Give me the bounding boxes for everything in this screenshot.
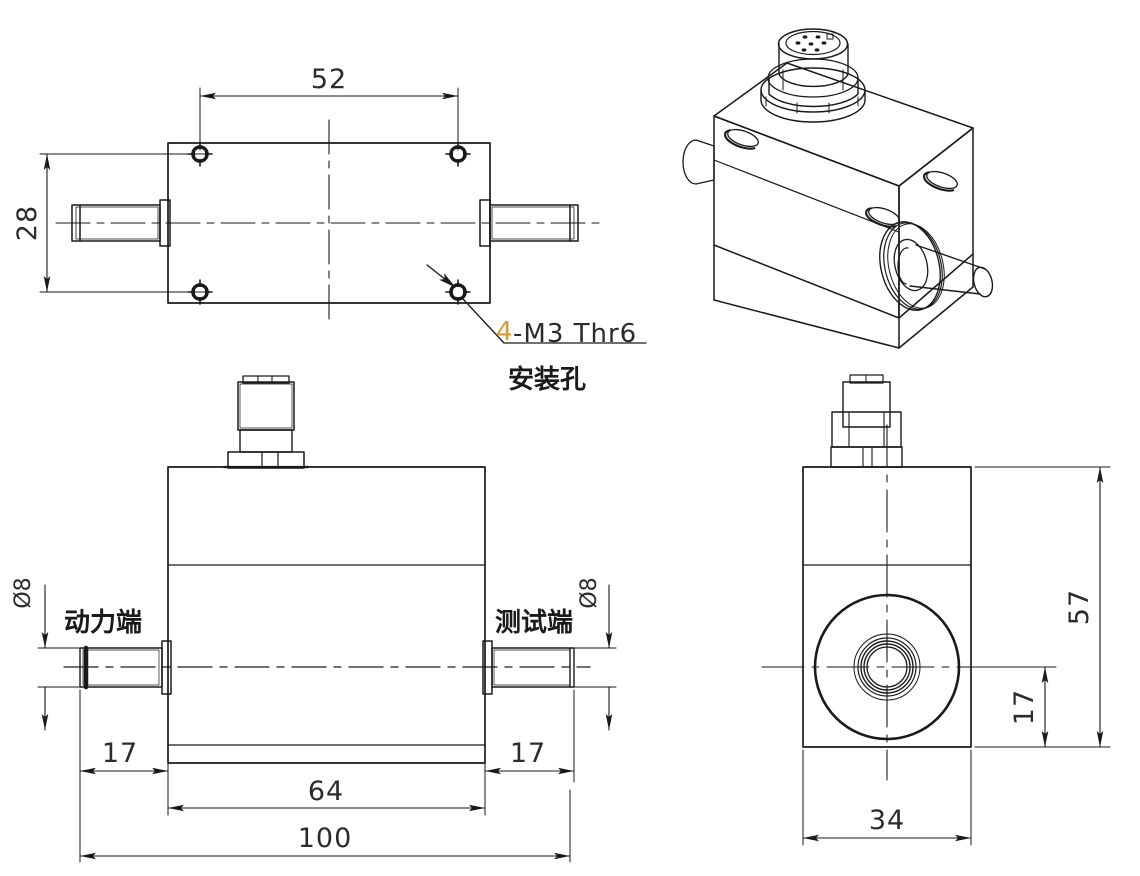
dimension-dia8-left-label: Ø8 xyxy=(11,577,36,608)
iso-connector xyxy=(760,28,866,123)
front-view-test-end-label: 测试端 xyxy=(495,608,573,638)
dimension-34-label: 34 xyxy=(869,805,905,836)
dimension-64 xyxy=(167,762,486,816)
dimension-28 xyxy=(39,153,206,293)
front-view-drive-end-label: 动力端 xyxy=(64,608,142,638)
isometric-view xyxy=(682,28,994,349)
dimension-52 xyxy=(199,87,459,151)
side-view xyxy=(761,374,1111,846)
iso-connector-pins xyxy=(795,35,827,52)
top-view xyxy=(39,87,647,344)
dimension-28-label: 28 xyxy=(12,205,43,241)
iso-front-face-lower xyxy=(714,245,899,348)
dimension-dia8-left xyxy=(37,584,97,731)
dimension-dia8-right xyxy=(559,584,617,731)
dimension-100 xyxy=(79,789,571,863)
callout-note-cn: 安装孔 xyxy=(508,365,586,395)
dimension-17-side xyxy=(974,666,1057,748)
side-view-connector xyxy=(830,374,903,468)
callout-leader-mounting-hole xyxy=(426,264,647,344)
dimension-dia8-right-label: Ø8 xyxy=(577,577,602,608)
dimension-100-label: 100 xyxy=(298,823,353,854)
annotation-text-layer: 52 28 4 -M3 Thr6 安装孔 动力端 测试端 Ø8 Ø8 17 17… xyxy=(11,64,1095,854)
dimension-64-label: 64 xyxy=(308,776,344,807)
callout-count-label: 4 xyxy=(496,317,514,347)
dimension-17-left-label: 17 xyxy=(102,738,138,769)
callout-thread-label: -M3 Thr6 xyxy=(513,319,637,349)
dimension-57 xyxy=(974,466,1111,748)
front-view xyxy=(37,375,617,863)
dimension-17-side-label: 17 xyxy=(1009,689,1040,725)
dimension-34 xyxy=(802,749,972,846)
dimension-57-label: 57 xyxy=(1064,589,1095,625)
dimension-17-right-label: 17 xyxy=(510,738,546,769)
dimension-52-label: 52 xyxy=(311,64,347,95)
iso-shaft-assembly xyxy=(879,221,994,311)
front-view-body-outline xyxy=(167,466,486,764)
front-view-connector xyxy=(222,375,310,469)
